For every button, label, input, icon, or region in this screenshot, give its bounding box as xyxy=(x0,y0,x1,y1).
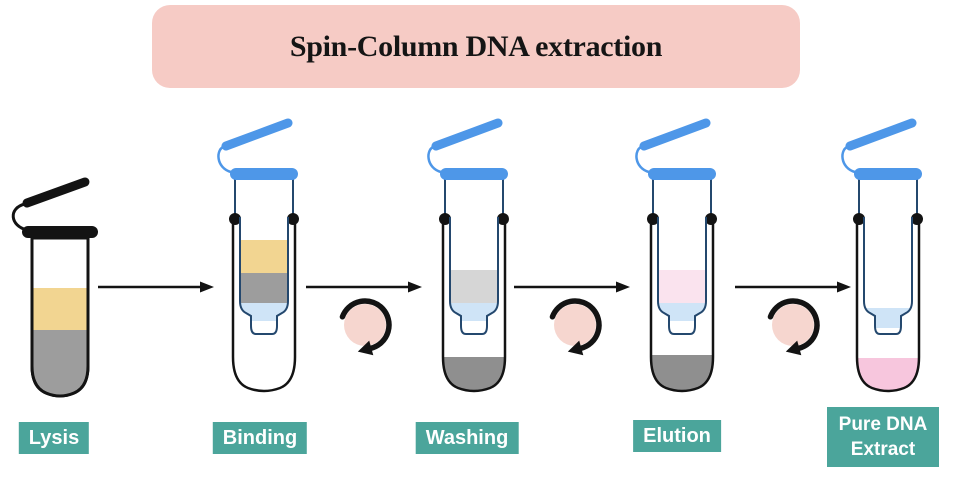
binding-column-illustration xyxy=(217,118,299,393)
column-ear-right xyxy=(287,213,299,225)
flow-arrow-icon xyxy=(306,281,422,293)
column-ear-right xyxy=(497,213,509,225)
lysis-tube-illustration xyxy=(11,177,98,398)
column-ear-right xyxy=(705,213,717,225)
column-upper-body xyxy=(234,175,294,220)
cap-lid-icon xyxy=(845,118,917,151)
flow-arrow-icon xyxy=(98,281,214,293)
column-upper-body xyxy=(858,175,918,220)
cap-hinge-icon xyxy=(11,202,28,232)
pure-dna-column-illustration xyxy=(841,118,923,393)
debris-layer xyxy=(32,330,88,396)
spin-column-outline xyxy=(239,217,289,335)
spin-column-outline xyxy=(449,217,499,335)
collection-tube-outline xyxy=(649,217,715,393)
diagram-title: Spin-Column DNA extraction xyxy=(289,29,663,63)
stage-label-pure-dna: Pure DNA Extract xyxy=(827,407,939,467)
centrifuge-spin-icon xyxy=(549,298,602,356)
collection-tube-outline xyxy=(855,217,921,393)
cap-rim xyxy=(648,168,716,180)
stage-label-washing: Washing xyxy=(415,422,519,454)
cap-hinge-icon xyxy=(635,144,650,174)
stage-label-elution: Elution xyxy=(633,420,721,452)
column-upper-body xyxy=(652,175,712,220)
waste-liquid xyxy=(651,355,713,391)
cap-lid-icon xyxy=(22,177,90,208)
cap-lid-icon xyxy=(221,118,293,151)
column-upper-body xyxy=(444,175,504,220)
stage-label-lysis: Lysis xyxy=(18,422,90,454)
cap-lid-icon xyxy=(639,118,711,151)
microtube-outline xyxy=(30,238,90,398)
cap-rim xyxy=(22,226,98,238)
cap-rim xyxy=(230,168,298,180)
flow-arrow-icon xyxy=(735,281,851,293)
bound-lysate-layer xyxy=(240,240,288,273)
bound-debris-layer xyxy=(240,273,288,303)
column-ear-left xyxy=(229,213,241,225)
cap-rim xyxy=(854,168,922,180)
centrifuge-spin-icon xyxy=(767,298,820,356)
column-ear-left xyxy=(853,213,865,225)
elution-column-illustration xyxy=(635,118,717,393)
collection-tube-outline xyxy=(441,217,507,393)
elution-buffer-layer xyxy=(658,270,706,303)
cap-hinge-icon xyxy=(427,144,442,174)
column-ear-left xyxy=(647,213,659,225)
stage-label-binding: Binding xyxy=(212,422,308,454)
spin-column-body xyxy=(864,217,912,334)
column-ear-left xyxy=(439,213,451,225)
washing-column-illustration xyxy=(427,118,509,393)
spin-column-outline xyxy=(657,217,707,335)
spin-column-outline xyxy=(863,217,913,335)
cap-hinge-icon xyxy=(217,144,232,174)
wash-buffer-layer xyxy=(450,270,498,303)
column-ear-right xyxy=(911,213,923,225)
cap-rim xyxy=(440,168,508,180)
cap-hinge-icon xyxy=(841,144,856,174)
lysate-layer xyxy=(32,288,88,330)
collection-tube-outline xyxy=(231,217,297,393)
centrifuge-spin-icon xyxy=(339,298,392,356)
flow-arrow-icon xyxy=(514,281,630,293)
title-banner: Spin-Column DNA extraction xyxy=(152,5,800,88)
cap-lid-icon xyxy=(431,118,503,151)
dna-extract-liquid xyxy=(857,358,919,391)
waste-liquid xyxy=(443,357,505,391)
